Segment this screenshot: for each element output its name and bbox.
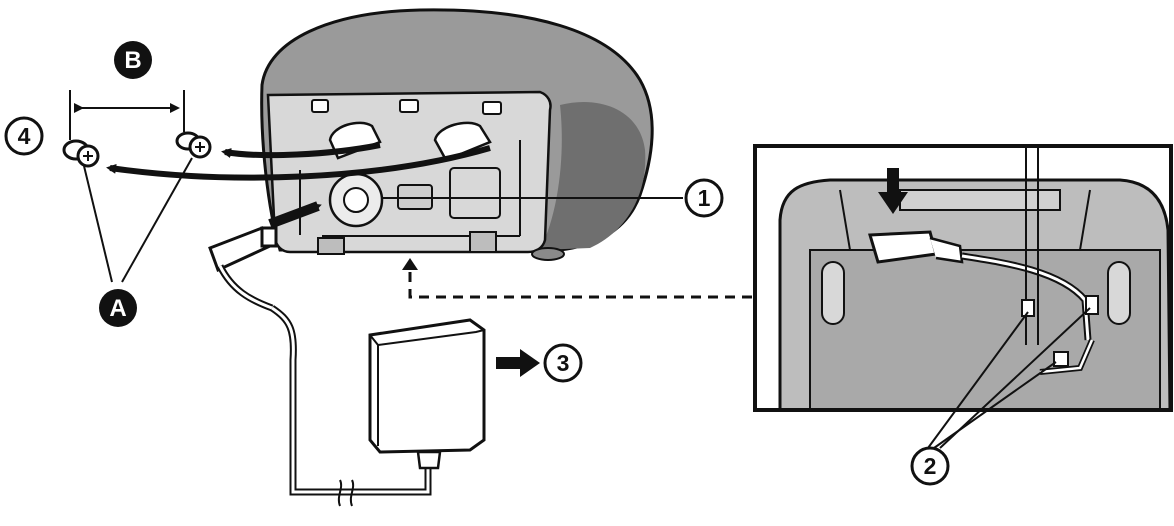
callout-2-label: 2 (924, 453, 937, 479)
screw-icon (64, 141, 98, 166)
callout-4: 4 (6, 118, 42, 154)
callout-b: B (114, 41, 152, 79)
callout-b-label: B (124, 47, 141, 74)
callout-4-label: 4 (18, 123, 31, 149)
callout-1-label: 1 (698, 185, 711, 211)
base-unit (262, 10, 652, 260)
callout-1: 1 (686, 180, 722, 216)
callout-3: 3 (545, 345, 581, 381)
detail-pointer (402, 258, 752, 297)
callout-a: A (99, 289, 137, 327)
callout-2: 2 (912, 448, 948, 484)
screw-icon (177, 133, 210, 157)
callout-3-label: 3 (557, 350, 570, 376)
detail-inset (755, 146, 1171, 410)
spacing-dimension (70, 90, 184, 140)
ac-adaptor (210, 228, 484, 506)
callout-a-label: A (109, 295, 126, 322)
